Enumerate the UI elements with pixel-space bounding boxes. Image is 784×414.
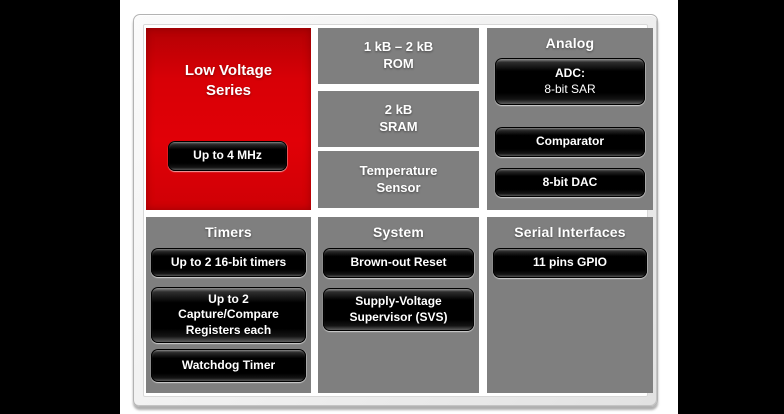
dac-chip: 8-bit DAC	[495, 168, 645, 197]
serial-interfaces-section-title: Serial Interfaces	[514, 224, 626, 240]
capture-compare-chip-line1: Up to 2	[208, 291, 249, 306]
capture-compare-chip-line2: Capture/Compare	[178, 307, 279, 322]
temperature-sensor-line1: Temperature	[359, 162, 438, 178]
svs-chip: Supply-Voltage Supervisor (SVS)	[323, 288, 474, 331]
sram-box: 2 kB SRAM	[318, 91, 479, 147]
right-black-bar	[678, 0, 784, 414]
gpio-chip: 11 pins GPIO	[493, 248, 647, 278]
comparator-chip: Comparator	[495, 127, 645, 157]
comparator-chip-label: Comparator	[535, 134, 604, 149]
capture-compare-chip: Up to 2 Capture/Compare Registers each	[151, 287, 306, 343]
timers-section: Timers Up to 2 16-bit timers Up to 2 Cap…	[146, 217, 311, 393]
sram-box-line1: 2 kB	[384, 102, 413, 118]
low-voltage-series-title: Low Voltage Series	[146, 28, 311, 102]
watchdog-timer-chip-label: Watchdog Timer	[181, 357, 276, 372]
rom-box-line1: 1 kB – 2 kB	[363, 39, 434, 55]
gpio-chip-label: 11 pins GPIO	[532, 255, 608, 270]
capture-compare-chip-line3: Registers each	[185, 322, 272, 337]
low-voltage-series-title-line2: Series	[205, 82, 252, 100]
left-black-bar	[0, 0, 120, 414]
low-voltage-series-title-line1: Low Voltage	[184, 62, 273, 79]
16bit-timers-chip: Up to 2 16-bit timers	[151, 248, 306, 277]
rom-box: 1 kB – 2 kB ROM	[318, 28, 479, 84]
adc-chip: ADC: 8-bit SAR	[495, 58, 645, 105]
up-to-4mhz-chip-label: Up to 4 MHz	[193, 148, 262, 163]
analog-section: Analog ADC: 8-bit SAR Comparator 8-bit D…	[487, 28, 653, 210]
sram-box-line2: SRAM	[379, 119, 418, 134]
dac-chip-label: 8-bit DAC	[542, 174, 598, 189]
serial-interfaces-section: Serial Interfaces 11 pins GPIO	[487, 217, 653, 393]
watchdog-timer-chip: Watchdog Timer	[151, 349, 306, 382]
timers-section-title: Timers	[205, 224, 252, 240]
temperature-sensor-line2: Sensor	[376, 179, 421, 195]
system-section-title: System	[372, 224, 424, 240]
temperature-sensor-box: Temperature Sensor	[318, 151, 479, 208]
low-voltage-series-box: Low Voltage Series Up to 4 MHz	[146, 28, 311, 210]
svs-chip-line1: Supply-Voltage	[355, 293, 442, 308]
rom-box-line2: ROM	[383, 56, 414, 71]
svs-chip-line2: Supervisor (SVS)	[349, 309, 448, 324]
adc-chip-line2: 8-bit SAR	[544, 81, 596, 96]
adc-chip-line1: ADC:	[555, 65, 585, 80]
up-to-4mhz-chip: Up to 4 MHz	[168, 141, 287, 171]
brown-out-reset-chip-label: Brown-out Reset	[350, 255, 447, 270]
16bit-timers-chip-label: Up to 2 16-bit timers	[170, 254, 287, 269]
analog-section-title: Analog	[545, 35, 595, 51]
system-section: System Brown-out Reset Supply-Voltage Su…	[318, 217, 479, 393]
brown-out-reset-chip: Brown-out Reset	[323, 248, 474, 278]
